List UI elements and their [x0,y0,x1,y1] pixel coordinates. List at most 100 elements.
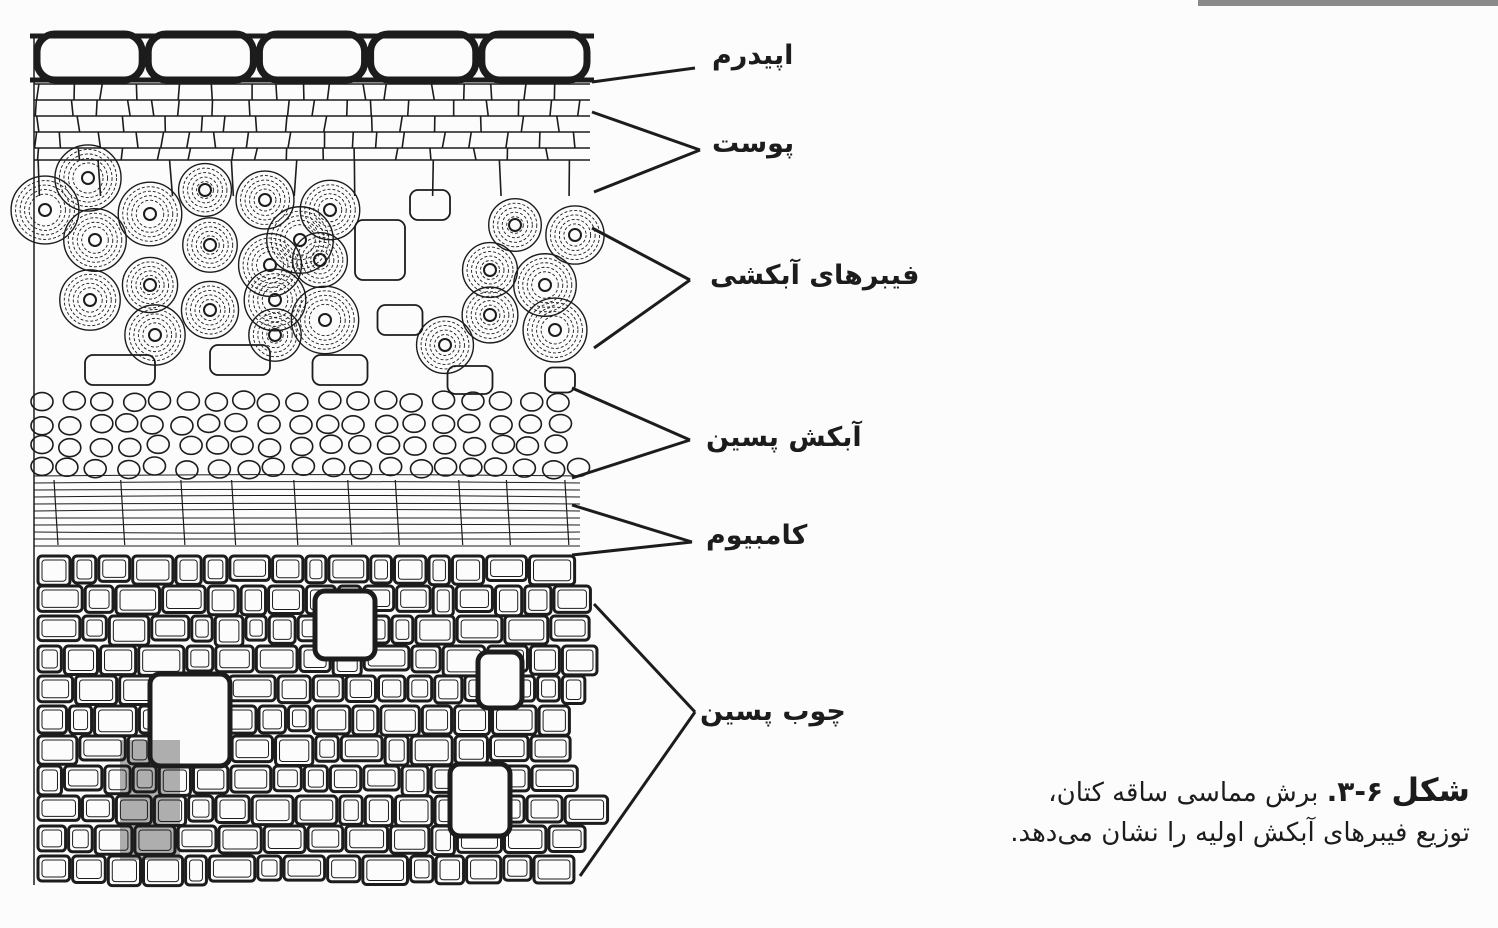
xylem-lumen [400,589,427,608]
secondary-phloem-cell [374,414,399,435]
xylem-lumen [111,859,137,883]
xylem-cell [71,554,98,585]
parenchyma-cell [311,354,369,386]
phloem-fiber-ring [63,153,113,203]
xylem-lumen [276,559,300,579]
secondary-phloem-cell [347,434,372,455]
cortex-cell [430,83,436,101]
leader-line [593,148,701,194]
phloem-fiber-ring [242,237,298,293]
phloem-fiber-ring [257,317,293,353]
phloem-fiber [182,217,238,273]
xylem-lumen [533,649,556,671]
cortex-cell [383,83,388,101]
xylem-cell [552,584,592,614]
phloem-fiber-ring [317,197,343,223]
cortex-cell [76,115,81,133]
cortex-cell [401,131,406,149]
secondary-phloem-cell [321,457,346,478]
cambium-wall [293,479,299,546]
xylem-lumen [219,799,246,819]
xylem-lumen [41,859,67,878]
phloem-fiber-ring [68,278,112,322]
secondary-phloem-cell [289,436,314,457]
phloem-fiber-ring [186,221,234,269]
cortex-cell [35,83,40,101]
secondary-phloem-cell [541,459,566,480]
parenchyma-cell [376,304,424,336]
xylem-cell [282,854,327,882]
xylem-lumen [192,799,210,818]
xylem-lumen [374,559,388,580]
phloem-fiber-ring [266,326,284,344]
phloem-fiber-ring [187,172,223,208]
xylem-cell [68,704,94,736]
phloem-fiber-ring [244,179,286,221]
secondary-phloem-cell [491,434,516,455]
epidermis-cell [33,30,146,84]
xylem-lumen [277,769,298,788]
xylem-lumen [73,709,89,731]
xylem-lumen [405,769,425,793]
xylem-lumen [394,829,426,850]
phloem-fiber-ring [480,260,500,280]
secondary-phloem-cell [176,391,201,411]
xylem-lumen [455,559,481,581]
secondary-phloem-cell [117,459,141,480]
xylem-lumen [507,829,543,850]
xylem-lumen [542,709,566,732]
cortex-cell [212,131,217,149]
xylem-lumen [41,829,63,848]
xylem-lumen [530,799,559,819]
xylem-cell [36,584,84,613]
cortex-cell [429,147,432,161]
caption-line-2: توزیع فیبرهای آبکش اولیه را نشان می‌دهد. [1010,818,1470,848]
phloem-fiber-lumen [268,328,282,342]
xylem-lumen [76,559,93,580]
secondary-phloem-cell [512,458,537,478]
xylem-lumen [131,739,148,761]
secondary-phloem-cell [30,456,54,477]
cortex-cell [156,147,161,161]
secondary-phloem-cell [230,435,254,456]
phloem-fiber-ring [279,219,321,261]
secondary-phloem-cell [518,414,543,434]
phloem-fiber-lumen [483,263,497,277]
xylem-lumen [565,679,582,701]
phloem-fiber [10,175,80,245]
xylem-cell [190,614,214,643]
secondary-phloem-cell [179,435,203,456]
cortex-cell [406,99,410,117]
cambium-wall [505,479,511,546]
secondary-phloem-cell [83,458,108,479]
phloem-fiber-ring [248,273,302,327]
caption-line-1-text: برش مماسی ساقه کتان، [1048,778,1319,808]
xylem-cell [326,854,362,884]
phloem-fiber [461,241,519,299]
xylem-vessel [447,761,513,839]
phloem-fiber-ring [67,212,123,268]
phloem-fiber-lumen [38,203,52,217]
cortex-cell [322,115,328,133]
secondary-phloem-cell [118,437,142,458]
phloem-fiber-ring [185,285,235,335]
epidermis-cell [255,30,369,84]
xylem-lumen [189,859,203,882]
xylem-lumen [382,679,402,698]
phloem-fiber [522,297,588,363]
cortex-cell [231,147,235,161]
leader-line [592,602,697,714]
xylem-lumen [85,799,110,818]
xylem-cell [450,554,486,586]
xylem-lumen [112,619,146,642]
xylem-cell [36,674,75,704]
xylem-cell [228,554,272,582]
phloem-fiber [513,253,577,317]
secondary-phloem-cell [114,413,139,433]
xylem-lumen [211,589,235,612]
cortex-cell [211,99,214,117]
xylem-cell [97,554,132,583]
secondary-phloem-cell [55,457,79,478]
leader-line [591,66,696,84]
xylem-cell [362,764,401,792]
